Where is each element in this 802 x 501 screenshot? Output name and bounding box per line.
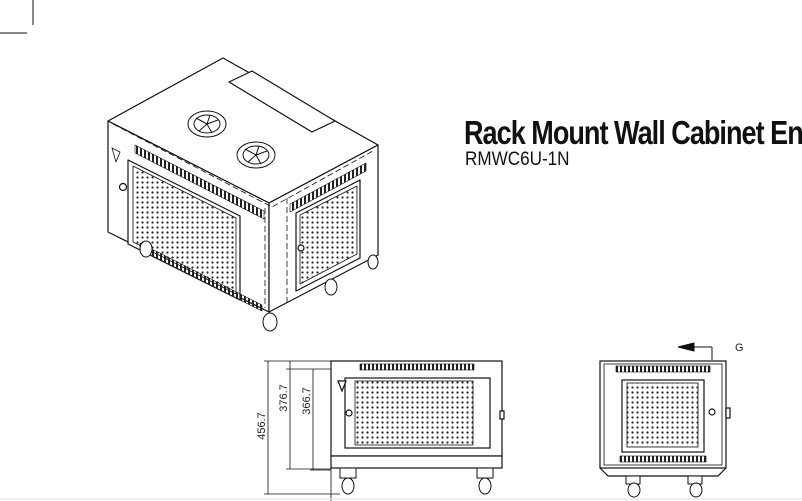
dim-height-total: 456.7: [256, 412, 268, 440]
crop-marks: [0, 0, 34, 34]
side-door-perforation: [299, 185, 358, 285]
front-top-vent: [134, 144, 265, 220]
side-view-top-vent: [615, 365, 711, 373]
section-arrow: [677, 342, 713, 360]
front-view-perforation: [354, 380, 474, 446]
dimension-lines: [264, 360, 340, 501]
front-view-hinge: [499, 410, 505, 420]
side-view-perforation: [626, 382, 699, 448]
side-view-casters: [625, 475, 703, 498]
casters: [139, 240, 379, 332]
side-view-bottom-vent: [619, 455, 707, 463]
front-view-casters: [339, 467, 494, 495]
top-cable-plate: [228, 70, 336, 133]
drawing-title: Rack Mount Wall Cabinet En: [464, 114, 802, 151]
side-view-lock: [708, 408, 716, 416]
top-fan-1: [187, 110, 227, 138]
isometric-cabinet-view: [107, 57, 379, 332]
front-lock: [118, 182, 128, 192]
section-label: G: [735, 342, 744, 354]
front-view-top-vent: [359, 363, 475, 371]
brand-logo-badge: [111, 147, 121, 163]
side-view: [599, 342, 731, 498]
front-view-lock: [345, 409, 353, 417]
dim-height-inner: 366.7: [301, 387, 313, 415]
side-lock: [297, 244, 305, 252]
front-view-logo: [337, 380, 347, 393]
side-top-vent: [289, 162, 367, 213]
model-number: RMWC6U-1N: [465, 149, 570, 170]
front-view: [264, 360, 505, 501]
top-fan-2: [236, 141, 276, 169]
dim-height-body: 376.7: [278, 384, 290, 412]
